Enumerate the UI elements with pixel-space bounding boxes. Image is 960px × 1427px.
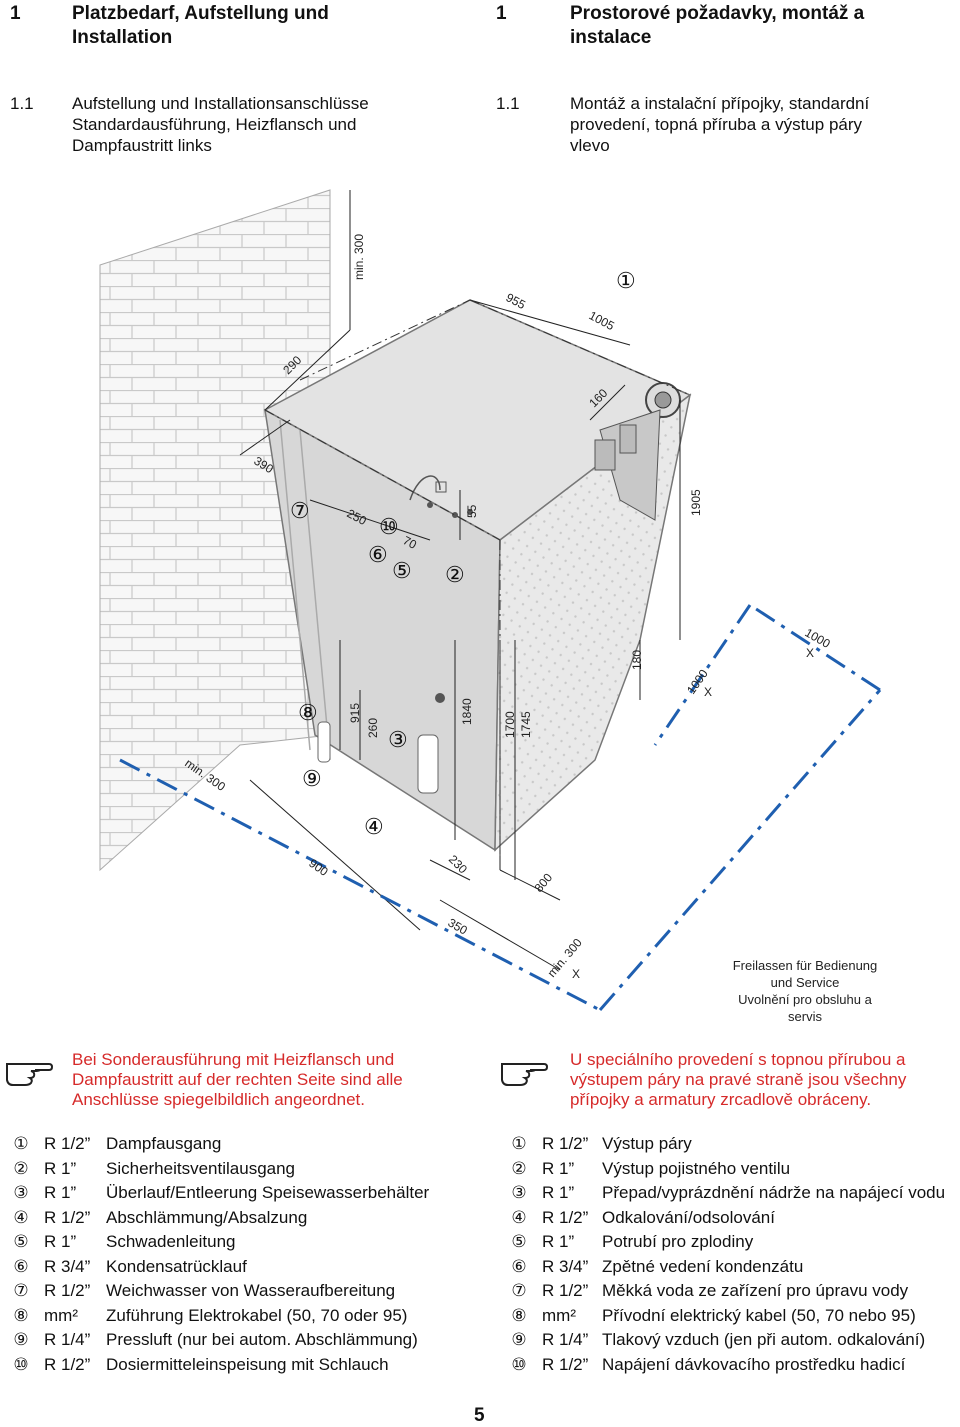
dim-label: 1840 xyxy=(460,698,474,725)
note-de: Bei Sonderausführung mit Heizflansch und… xyxy=(72,1050,403,1109)
page-number: 5 xyxy=(474,1405,485,1426)
dim-label: 915 xyxy=(348,703,362,723)
x-mark: X xyxy=(572,967,580,981)
callout-2: ② xyxy=(445,562,465,587)
section-title-cz-line1: Prostorové požadavky, montáž a xyxy=(570,3,865,24)
callout-5: ⑤ xyxy=(392,558,412,583)
dim-label: 955 xyxy=(504,290,529,312)
section-title-cz-line2: instalace xyxy=(570,27,652,48)
clearance-note-cz-1: Uvolnění pro obsluhu a xyxy=(738,992,872,1007)
clearance-outline xyxy=(119,603,882,1012)
clearance-note-de-2: und Service xyxy=(771,975,840,990)
dim-label: min. 300 xyxy=(352,234,366,280)
access-panel xyxy=(417,734,439,794)
section-title-de-line1: Platzbedarf, Aufstellung und xyxy=(72,3,329,24)
installation-drawing: min. 300 955 1005 290 160 390 250 70 55 … xyxy=(99,189,882,1024)
dim-label: 260 xyxy=(366,718,380,738)
subsection-title-de-line2: Standardausführung, Heizflansch und xyxy=(72,115,357,134)
clearance-note-de-1: Freilassen für Bedienung xyxy=(733,958,878,973)
subsection-title-de-line3: Dampfaustritt links xyxy=(72,136,212,155)
dim-label: 1700 xyxy=(503,711,517,738)
clearance-note-cz-2: servis xyxy=(788,1009,822,1024)
dim-label: 55 xyxy=(465,504,479,518)
pointing-hand-icon xyxy=(501,1063,548,1086)
dim-label: 230 xyxy=(446,852,470,876)
note-cz: U speciálního provedení s topnou přírubo… xyxy=(570,1050,907,1109)
dim-label: 70 xyxy=(401,533,420,552)
section-title-de-line2: Installation xyxy=(72,27,173,48)
dim-label: 180 xyxy=(630,650,644,670)
dim-label: 1905 xyxy=(689,489,703,516)
dim-label: 350 xyxy=(446,915,471,937)
callout-6: ⑥ xyxy=(368,542,388,567)
callout-7: ⑦ xyxy=(290,498,310,523)
x-mark: X xyxy=(704,685,712,699)
dim-label: 1005 xyxy=(587,308,617,333)
subsection-number-cz: 1.1 xyxy=(496,94,520,113)
section-number-de: 1 xyxy=(10,3,21,24)
brick-wall xyxy=(99,189,331,872)
callout-3: ③ xyxy=(388,727,408,752)
subsection-number-de: 1.1 xyxy=(10,94,34,113)
subsection-title-cz-line3: vlevo xyxy=(570,136,610,155)
section-number-cz: 1 xyxy=(496,3,507,24)
callout-1: ① xyxy=(616,268,636,293)
x-mark: X xyxy=(806,646,814,660)
pointing-hand-icon xyxy=(6,1063,53,1086)
dim-label: 1745 xyxy=(519,711,533,738)
side-slot xyxy=(317,721,331,763)
callout-9: ⑨ xyxy=(302,766,322,791)
subsection-title-cz-line1: Montáž a instalační přípojky, standardní xyxy=(570,94,870,113)
subsection-title-cz-line2: provedení, topná příruba a výstup páry xyxy=(570,115,863,134)
callout-8: ⑧ xyxy=(298,700,318,725)
subsection-title-de-line1: Aufstellung und Installationsanschlüsse xyxy=(72,94,369,113)
callout-4: ④ xyxy=(364,814,384,839)
dim-label: 800 xyxy=(532,870,556,895)
callout-10: ⑩ xyxy=(379,514,399,539)
